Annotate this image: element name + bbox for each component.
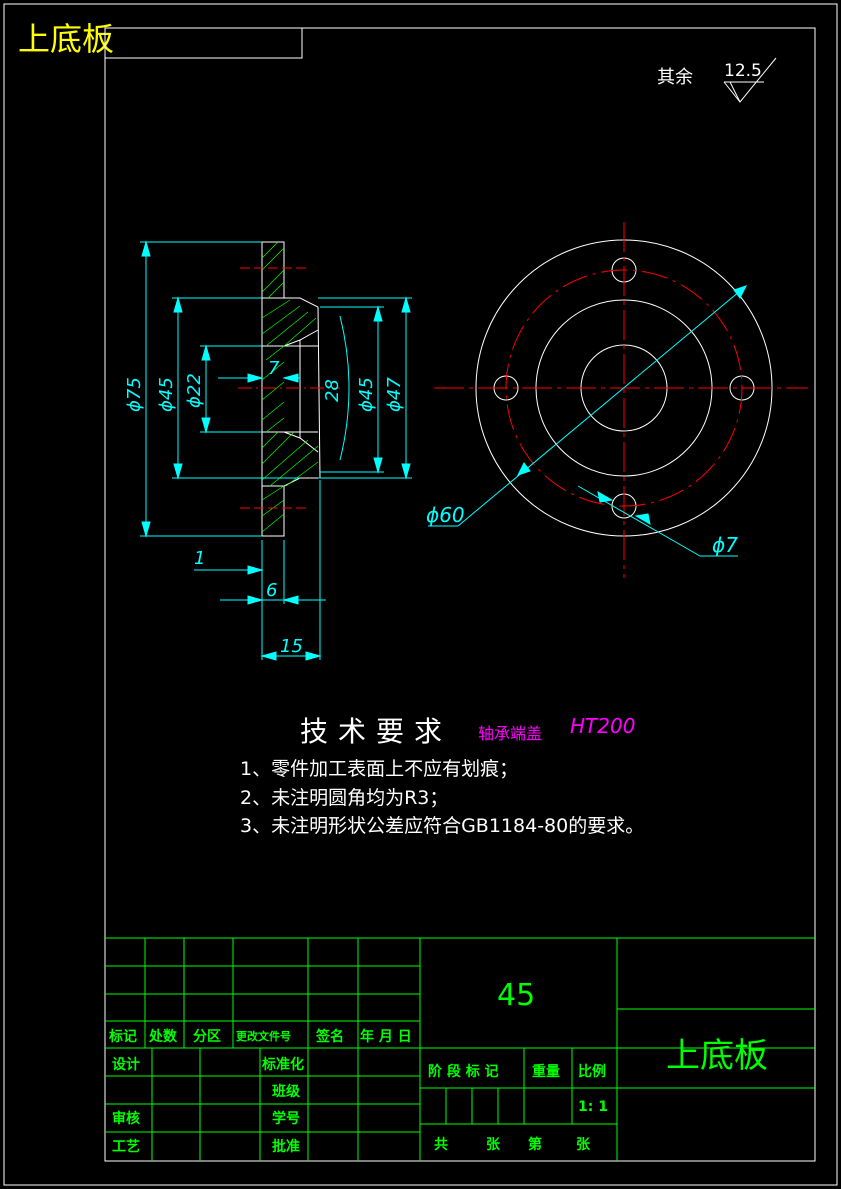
- roughness-symbol: [723, 57, 777, 103]
- requirement-2: 2、未注明圆角均为R3；: [240, 787, 449, 809]
- requirement-3: 3、未注明形状公差应符合GB1184-80的要求。: [240, 815, 645, 837]
- sheet-unit-1: 张: [486, 1137, 500, 1153]
- header-mark: 标记: [109, 1029, 137, 1045]
- part-name: 轴承端盖: [478, 724, 543, 743]
- dim-28: 28: [322, 379, 343, 402]
- row-design: 设计: [112, 1057, 140, 1073]
- dim-phi7: ϕ7: [712, 533, 738, 557]
- row-approve: 批准: [272, 1139, 300, 1155]
- material-value: 45: [497, 978, 536, 1013]
- row-student-no: 学号: [272, 1111, 300, 1127]
- dim-phi45-left: ϕ45: [156, 377, 177, 412]
- front-centerlines: [434, 222, 808, 578]
- row-class: 班级: [272, 1084, 300, 1100]
- inner-frame: [104, 27, 816, 1162]
- dim-phi22: ϕ22: [184, 373, 205, 408]
- roughness-value: 12.5: [724, 61, 762, 81]
- header-date: 年 月 日: [360, 1029, 412, 1045]
- stage-mark: 阶 段 标 记: [428, 1064, 499, 1080]
- dim-15: 15: [280, 636, 303, 657]
- dim-7: 7: [268, 358, 280, 379]
- dimension-lines: [140, 240, 412, 661]
- sheet-unit-2: 张: [576, 1137, 590, 1153]
- dim-1: 1: [194, 548, 205, 569]
- header-change-doc: 更改文件号: [236, 1030, 291, 1043]
- dim-6: 6: [266, 580, 277, 601]
- header-zone: 分区: [193, 1029, 221, 1045]
- scale-value: 1: 1: [578, 1099, 608, 1115]
- material-label: HT200: [570, 714, 636, 738]
- dim-phi47: ϕ47: [384, 377, 405, 412]
- row-process: 工艺: [112, 1139, 140, 1155]
- corner-title: 上底板: [18, 20, 115, 58]
- section-view: [261, 241, 321, 537]
- requirement-1: 1、零件加工表面上不应有划痕；: [240, 758, 519, 780]
- sheet-total-label: 共: [434, 1137, 448, 1153]
- sheet-number-label: 第: [528, 1137, 542, 1153]
- row-standard: 标准化: [262, 1057, 304, 1073]
- title-block-grid: [105, 937, 815, 1161]
- header-count: 处数: [149, 1029, 177, 1045]
- front-dimensions: [428, 285, 747, 557]
- dim-phi60: ϕ60: [426, 503, 465, 527]
- dim-phi45-right: ϕ45: [356, 377, 377, 412]
- tech-requirements-title: 技术要求: [300, 715, 453, 748]
- header-signature: 签名: [316, 1029, 344, 1045]
- outer-frame: [3, 3, 838, 1186]
- weight-label: 重量: [532, 1064, 560, 1080]
- dim-phi75: ϕ75: [124, 377, 145, 412]
- row-review: 审核: [112, 1111, 140, 1127]
- hatch-lines: [261, 241, 319, 533]
- scale-label: 比例: [578, 1064, 606, 1080]
- roughness-label: 其余: [657, 67, 693, 88]
- drawing-title: 上底板: [666, 1036, 768, 1076]
- corner-title-box: [104, 27, 303, 59]
